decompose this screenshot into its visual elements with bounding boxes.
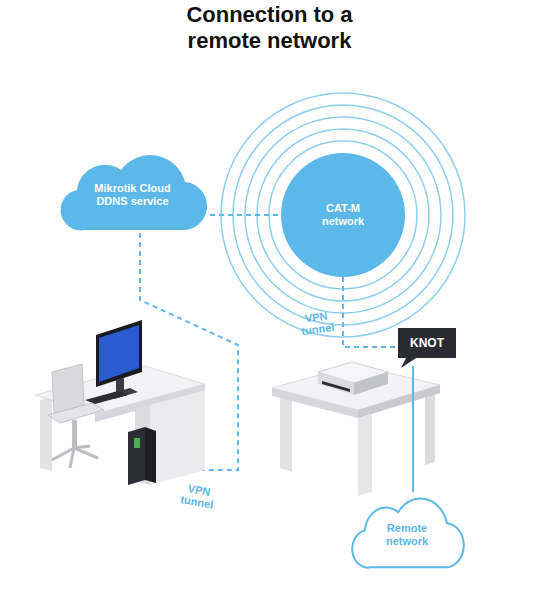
tunnel-label: VPN tunnel	[174, 480, 221, 511]
knot-device	[318, 362, 388, 395]
device-tag: KNOT	[398, 328, 456, 366]
circle-shape	[281, 153, 405, 277]
dashed-connector	[343, 277, 398, 347]
title-wrap: Connection to a remote network	[0, 2, 539, 54]
computer-tower	[128, 427, 156, 485]
knot-device-part	[354, 372, 388, 395]
node-texts: CAT-M network	[281, 153, 405, 277]
router-desk-part	[358, 385, 440, 418]
monitor-part	[96, 320, 142, 387]
node-label: Mikrotik Cloud DDNS service	[87, 182, 179, 208]
cloud-shape	[352, 499, 464, 568]
computer-tower-part	[134, 438, 140, 448]
tunnel-label: VPN tunnel	[294, 308, 341, 338]
router-desk-part	[358, 414, 372, 496]
signal-rings-part	[257, 129, 429, 301]
diagram-title: Connection to a remote network	[165, 2, 375, 54]
office-desk-part	[40, 397, 52, 471]
office-chair	[48, 364, 104, 468]
node-label: KNOT	[399, 337, 455, 350]
computer-tower-part	[145, 427, 156, 483]
node-texts: KNOT	[398, 328, 456, 358]
monitor-part	[99, 325, 139, 382]
cable-connector	[412, 366, 414, 492]
knot-device-part	[322, 381, 350, 392]
office-chair-part	[52, 364, 84, 413]
tag-shape	[398, 328, 456, 368]
signal-rings-part	[269, 141, 417, 289]
office-chair-part	[72, 420, 77, 448]
router-desk-part	[280, 396, 292, 472]
network-circle: CAT-M network	[281, 153, 405, 277]
node-texts: Mikrotik Cloud DDNS service	[55, 156, 210, 233]
monitor	[85, 320, 142, 404]
dashed-connector	[210, 214, 281, 216]
monitor-part	[85, 391, 128, 404]
office-desk-part	[150, 390, 205, 485]
office-chair-part	[52, 446, 98, 468]
remote-network-cloud: Remote network	[348, 492, 466, 570]
router-desk	[272, 365, 440, 496]
router-desk-part	[272, 388, 358, 418]
node-label: CAT-M network	[311, 202, 375, 228]
cloud-shape	[61, 155, 207, 230]
node-label: Remote network	[372, 522, 442, 548]
cloud-service: Mikrotik Cloud DDNS service	[55, 148, 210, 233]
router-desk-part	[425, 389, 435, 465]
computer-tower-part	[128, 427, 145, 485]
knot-device-part	[318, 372, 354, 395]
node-texts: Remote network	[348, 502, 466, 568]
